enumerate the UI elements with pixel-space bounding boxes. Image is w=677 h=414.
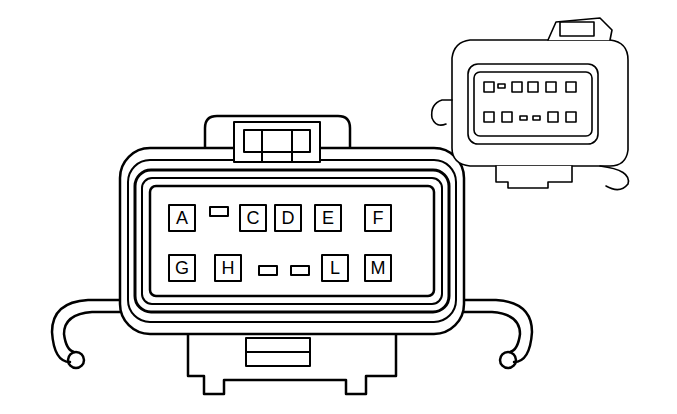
perspective-slot [533,116,540,120]
pin-cavity [275,205,301,231]
perspective-pin [484,112,494,122]
base-latch [246,351,310,353]
base-latch [246,338,310,366]
pin-label: H [222,259,235,277]
pin-cavity [169,205,195,231]
clip-curl [500,352,516,368]
perspective-pin [566,82,576,92]
empty-slot [210,207,228,216]
perspective-clip [600,166,628,190]
pin-cavity [315,205,341,231]
perspective-pin [502,112,512,122]
perspective-pin [528,82,538,92]
side-clip [462,300,532,362]
side-clip [462,312,520,352]
clip-curl [68,352,84,368]
pin-cavity [240,205,266,231]
perspective-pin [512,82,522,92]
perspective-base [496,166,572,188]
base-mount [188,330,396,394]
seal-outline [128,160,456,322]
seal-outline [142,178,442,304]
perspective-latch [560,22,594,36]
perspective-face [474,72,592,136]
perspective-pin [546,82,556,92]
side-clip [64,312,122,352]
empty-slot [291,266,309,275]
pin-cavity [365,205,391,231]
pin-cavity [215,255,241,281]
pin-label: M [371,259,386,277]
perspective-tab [548,18,612,40]
pin-label: L [330,259,340,277]
empty-slot [259,266,277,275]
cavity-face [150,186,434,296]
top-latch [234,122,320,162]
side-clip [52,300,122,362]
perspective-pin [566,112,576,122]
top-latch [291,130,293,162]
pin-cavity [322,255,348,281]
perspective-face [468,64,598,144]
pin-label: C [247,209,260,227]
perspective-pin [548,112,558,122]
pin-label: D [282,209,295,227]
seal-outline [135,170,449,312]
perspective-slot [498,84,505,88]
housing-outline [120,148,464,334]
perspective-view [432,18,629,190]
perspective-slot [520,116,527,120]
perspective-pin [484,82,494,92]
pin-label: A [176,209,188,227]
pin-label: G [175,259,189,277]
perspective-clip [432,100,452,125]
top-latch [244,130,310,152]
pin-label: F [373,209,384,227]
pin-cavity [365,255,391,281]
perspective-body [452,40,628,166]
pin-label: E [322,209,334,227]
top-latch [261,130,263,162]
pin-cavity [169,255,195,281]
